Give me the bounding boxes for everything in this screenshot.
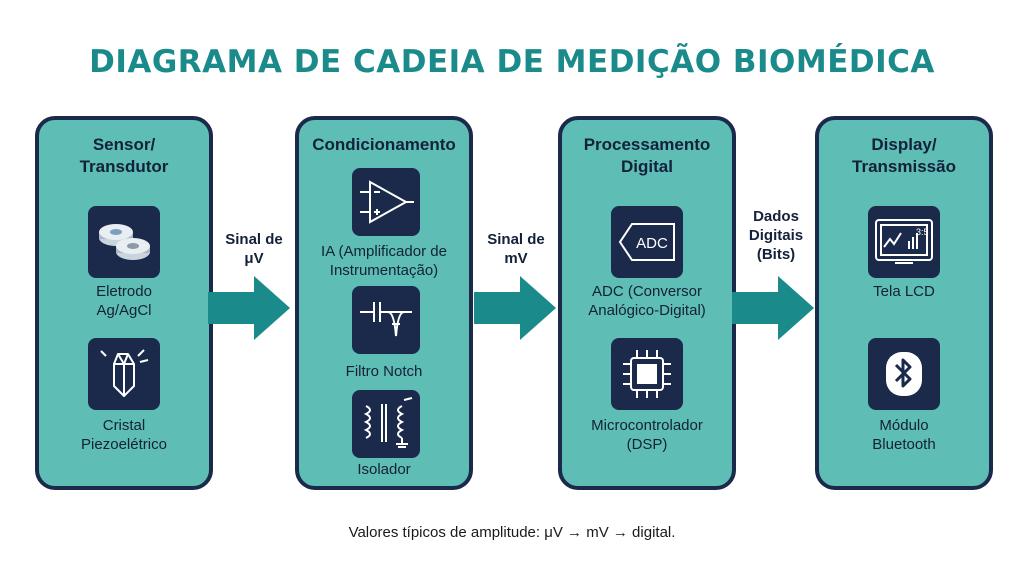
crystal-icon [88, 338, 160, 410]
notch-filter-icon [352, 286, 420, 354]
footnote: Valores típicos de amplitude: μV → mV → … [348, 524, 676, 541]
arrow-label: Sinal de mV [487, 231, 545, 267]
arrow-right-icon [208, 276, 290, 340]
svg-text:ADC: ADC [636, 235, 668, 252]
transformer-icon [352, 390, 420, 458]
item-label: ADC (Conversor Analógico-Digital) [588, 283, 706, 319]
item-label: Cristal Piezoelétrico [81, 417, 167, 453]
block-display-transmission: Display/ Transmissão 3:5 Tela LCD Módulo… [815, 116, 993, 490]
amplifier-icon [352, 168, 420, 236]
item-label: Microcontrolador (DSP) [591, 417, 703, 453]
arrow-label: Sinal de μV [225, 231, 283, 267]
block-title: Condicionamento [312, 135, 456, 154]
block-digital-processing: Processamento Digital ADC ADC (Conversor… [558, 116, 736, 490]
block-conditioning: Condicionamento IA (Amplificador de Inst… [295, 116, 473, 490]
item-label: Filtro Notch [345, 363, 423, 380]
arrow-right-icon [732, 276, 814, 340]
diagram-title: DIAGRAMA DE CADEIA DE MEDIÇÃO BIOMÉDICA [89, 44, 935, 80]
arrow-right-icon [474, 276, 556, 340]
item-label: Eletrodo Ag/AgCl [96, 283, 152, 319]
adc-icon: ADC [611, 206, 683, 278]
item-label: IA (Amplificador de Instrumentação) [321, 243, 447, 279]
item-label: Isolador [357, 461, 411, 478]
item-label: Tela LCD [873, 283, 935, 300]
block-title: Processamento Digital [583, 135, 711, 176]
block-sensor: Sensor/ Transdutor Eletrodo Ag/AgCl Cris… [35, 116, 213, 490]
block-title: Display/ Transmissão [852, 135, 956, 176]
lcd-icon: 3:5 [868, 206, 940, 278]
chip-icon [611, 338, 683, 410]
bluetooth-icon [868, 338, 940, 410]
item-label: Módulo Bluetooth [872, 417, 936, 453]
block-title: Sensor/ Transdutor [79, 135, 169, 176]
arrow-label: Dados Digitais (Bits) [748, 208, 804, 263]
electrode-icon [88, 206, 160, 278]
svg-text:3:5: 3:5 [916, 227, 929, 237]
